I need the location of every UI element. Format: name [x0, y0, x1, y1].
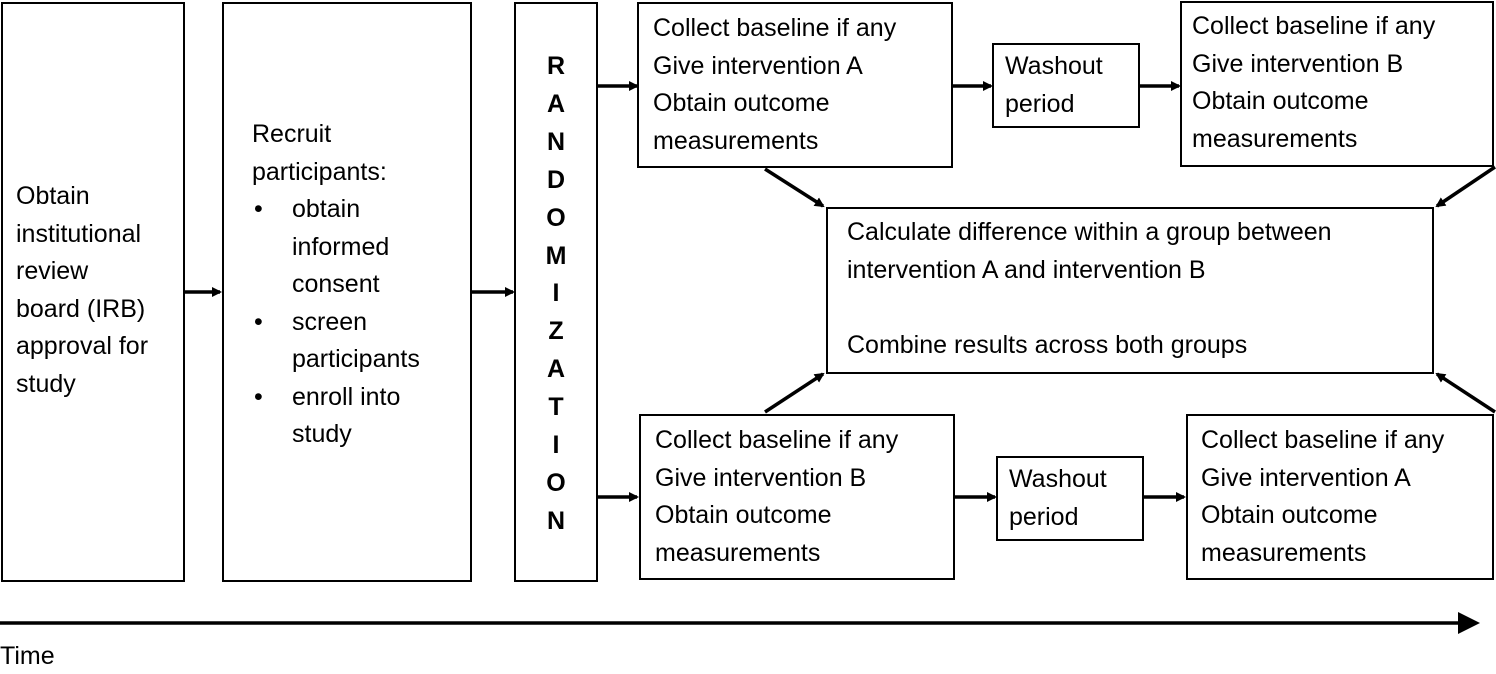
bottom-washout-text: Washout period	[1009, 465, 1107, 531]
top-washout-box	[992, 43, 1140, 128]
top-washout-text: Washout period	[1005, 52, 1103, 118]
arrow-bottom-period2-to-calc	[1435, 372, 1496, 414]
randomization-box	[514, 2, 598, 582]
top-period1-text: Collect baseline if any Give interventio…	[653, 14, 897, 155]
timeline-label: Time	[0, 642, 55, 670]
arrow-top-period1-to-calc	[764, 167, 825, 208]
calculate-difference-box	[826, 207, 1434, 374]
recruit-participants-text: Recruit participants: obtain informed co…	[252, 116, 420, 454]
recruit-bullet-list: obtain informed consent screen participa…	[252, 191, 420, 454]
calculate-difference-text: Calculate difference within a group betw…	[847, 218, 1332, 359]
bottom-period2-box	[1186, 414, 1494, 580]
irb-approval-text: Obtain institutional review board (IRB) …	[16, 182, 149, 398]
bullet-consent: obtain informed consent	[252, 191, 420, 304]
top-period1-box	[637, 2, 953, 168]
recruit-heading: participants:	[252, 157, 387, 186]
bottom-period2-text: Collect baseline if any Give interventio…	[1201, 426, 1445, 567]
arrow-top-period2-to-calc	[1435, 165, 1496, 208]
randomization-label: R A N D O M I Z A T I O N	[545, 52, 567, 535]
arrow-bottom-period1-to-calc	[764, 372, 825, 414]
bullet-screen: screen participants	[252, 304, 420, 379]
top-period2-box	[1180, 1, 1494, 167]
bottom-period1-box	[639, 414, 955, 580]
top-period2-text: Collect baseline if any Give interventio…	[1192, 12, 1436, 153]
bullet-enroll: enroll into study	[252, 379, 420, 454]
recruit-heading: Recruit	[252, 120, 332, 148]
bottom-period1-text: Collect baseline if any Give interventio…	[655, 426, 899, 567]
irb-approval-box	[1, 2, 185, 582]
bottom-washout-box	[996, 456, 1144, 541]
